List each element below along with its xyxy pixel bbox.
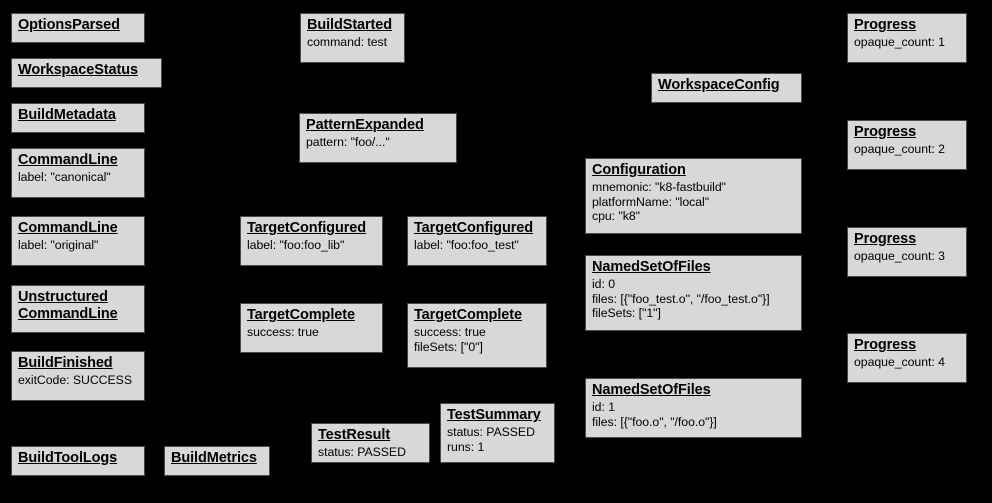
graph-node-build-metadata[interactable]: BuildMetadata bbox=[11, 103, 145, 133]
graph-node-progress-3[interactable]: Progress opaque_count: 3 bbox=[847, 227, 967, 277]
graph-node-workspace-status[interactable]: WorkspaceStatus bbox=[11, 58, 162, 88]
node-attribute: opaque_count: 2 bbox=[854, 142, 945, 157]
node-attribute: files: [{"foo_test.o", "/foo_test.o"}] bbox=[592, 291, 770, 306]
node-title: TargetComplete bbox=[414, 307, 522, 323]
graph-node-unstructured-command-line[interactable]: Unstructured CommandLine bbox=[11, 285, 145, 333]
node-attribute: files: [{"foo.o", "/foo.o"}] bbox=[592, 414, 717, 429]
node-title: CommandLine bbox=[18, 152, 118, 168]
node-attribute: label: "original" bbox=[18, 238, 99, 253]
node-title: Configuration bbox=[592, 162, 686, 178]
node-attribute: label: "canonical" bbox=[18, 170, 111, 185]
node-attributes: exitCode: SUCCESS bbox=[18, 373, 139, 388]
node-attribute: fileSets: ["0"] bbox=[414, 339, 483, 354]
node-title: TargetConfigured bbox=[247, 220, 366, 236]
node-title: TestResult bbox=[318, 427, 391, 443]
node-title: Progress bbox=[854, 337, 917, 353]
node-attribute: id: 0 bbox=[592, 277, 615, 292]
node-attributes: label: "canonical" bbox=[18, 170, 139, 185]
node-title: PatternExpanded bbox=[306, 117, 424, 133]
graph-node-test-result[interactable]: TestResult status: PASSED bbox=[311, 423, 430, 463]
node-attributes: opaque_count: 4 bbox=[854, 355, 961, 370]
graph-node-command-line-canonical[interactable]: CommandLine label: "canonical" bbox=[11, 148, 145, 198]
node-title: Progress bbox=[854, 231, 917, 247]
node-attributes: status: PASSED bbox=[318, 445, 424, 460]
node-attribute: runs: 1 bbox=[447, 439, 485, 454]
node-title: WorkspaceStatus bbox=[18, 62, 138, 78]
graph-node-progress-1[interactable]: Progress opaque_count: 1 bbox=[847, 13, 967, 63]
node-attributes: command: test bbox=[307, 35, 399, 50]
node-title: BuildToolLogs bbox=[18, 450, 118, 466]
node-attribute: status: PASSED bbox=[447, 425, 535, 440]
node-attribute: pattern: "foo/..." bbox=[306, 135, 390, 150]
node-title: OptionsParsed bbox=[18, 17, 120, 33]
graph-node-workspace-config[interactable]: WorkspaceConfig bbox=[651, 73, 802, 103]
node-attributes: label: "original" bbox=[18, 238, 139, 253]
graph-node-configuration[interactable]: Configuration mnemonic: "k8-fastbuild"pla… bbox=[585, 158, 802, 234]
node-attribute: fileSets: ["1"] bbox=[592, 306, 661, 321]
node-attribute: success: true bbox=[247, 325, 319, 340]
graph-node-build-started[interactable]: BuildStarted command: test bbox=[300, 13, 405, 63]
node-attribute: cpu: "k8" bbox=[592, 209, 640, 224]
node-attribute: platformName: "local" bbox=[592, 194, 710, 209]
graph-node-target-configured-foo-test[interactable]: TargetConfigured label: "foo:foo_test" bbox=[407, 216, 547, 266]
node-title: BuildMetrics bbox=[171, 450, 257, 466]
graph-node-build-tool-logs[interactable]: BuildToolLogs bbox=[11, 446, 145, 476]
graph-node-build-finished[interactable]: BuildFinished exitCode: SUCCESS bbox=[11, 351, 145, 401]
node-attribute: opaque_count: 1 bbox=[854, 35, 945, 50]
node-title: NamedSetOfFiles bbox=[592, 382, 711, 398]
node-title: Progress bbox=[854, 124, 917, 140]
node-attribute: exitCode: SUCCESS bbox=[18, 373, 132, 388]
graph-node-build-metrics[interactable]: BuildMetrics bbox=[164, 446, 270, 476]
node-attribute: success: true bbox=[414, 325, 486, 340]
node-attributes: label: "foo:foo_lib" bbox=[247, 238, 377, 253]
node-attribute: opaque_count: 3 bbox=[854, 249, 945, 264]
node-attribute: label: "foo:foo_lib" bbox=[247, 238, 345, 253]
node-title: BuildStarted bbox=[307, 17, 393, 33]
graph-node-progress-4[interactable]: Progress opaque_count: 4 bbox=[847, 333, 967, 383]
node-title: NamedSetOfFiles bbox=[592, 259, 711, 275]
node-attributes: mnemonic: "k8-fastbuild"platformName: "l… bbox=[592, 180, 796, 224]
node-title: TargetConfigured bbox=[414, 220, 533, 236]
graph-node-pattern-expanded[interactable]: PatternExpanded pattern: "foo/..." bbox=[299, 113, 457, 163]
node-attribute: mnemonic: "k8-fastbuild" bbox=[592, 180, 726, 195]
node-title: TestSummary bbox=[447, 407, 541, 423]
node-attribute: id: 1 bbox=[592, 400, 615, 415]
node-title: CommandLine bbox=[18, 220, 118, 236]
node-attributes: pattern: "foo/..." bbox=[306, 135, 451, 150]
node-attribute: status: PASSED bbox=[318, 445, 406, 460]
node-attribute: opaque_count: 4 bbox=[854, 355, 945, 370]
node-attributes: opaque_count: 1 bbox=[854, 35, 961, 50]
node-title: WorkspaceConfig bbox=[658, 77, 780, 93]
graph-node-target-complete-lib[interactable]: TargetComplete success: true bbox=[240, 303, 383, 353]
graph-node-options-parsed[interactable]: OptionsParsed bbox=[11, 13, 145, 43]
node-title: TargetComplete bbox=[247, 307, 355, 323]
node-attribute: command: test bbox=[307, 35, 387, 50]
node-attributes: label: "foo:foo_test" bbox=[414, 238, 541, 253]
node-attributes: opaque_count: 3 bbox=[854, 249, 961, 264]
graph-node-target-configured-foo-lib[interactable]: TargetConfigured label: "foo:foo_lib" bbox=[240, 216, 383, 266]
node-title: BuildFinished bbox=[18, 355, 113, 371]
node-title: BuildMetadata bbox=[18, 107, 116, 123]
node-attributes: opaque_count: 2 bbox=[854, 142, 961, 157]
graph-node-command-line-original[interactable]: CommandLine label: "original" bbox=[11, 216, 145, 266]
graph-node-progress-2[interactable]: Progress opaque_count: 2 bbox=[847, 120, 967, 170]
node-attributes: success: true bbox=[247, 325, 377, 340]
node-attribute: label: "foo:foo_test" bbox=[414, 238, 519, 253]
node-title: Progress bbox=[854, 17, 917, 33]
node-title: Unstructured CommandLine bbox=[18, 289, 118, 323]
